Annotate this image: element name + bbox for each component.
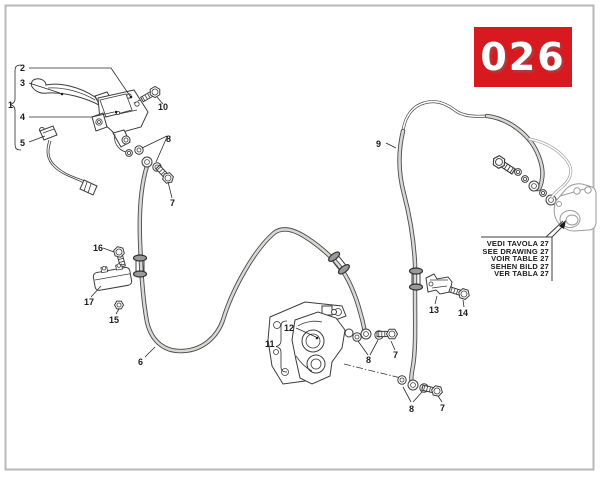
callout-4: 4 [20,112,25,122]
front-caliper-assembly [267,301,354,385]
callout-13: 13 [429,305,439,315]
reference-note-line-de: SEHEN BILD 27 [490,261,549,271]
rear-brake-hose [397,100,545,386]
axis-centerline [343,363,402,379]
callout-14: 14 [458,308,468,318]
callout-7-caliper: 7 [393,350,398,360]
callout-11: 11 [265,339,275,349]
plate-number-badge: 026 [474,27,572,87]
reference-note-line-fr: VOIR TABLE 27 [491,254,549,263]
callout-2: 2 [20,63,25,73]
callout-7-master: 7 [170,198,175,208]
callout-12: 12 [284,323,294,333]
leader-lines [9,64,465,403]
banjo-bolt-10 [131,84,163,105]
rear-caliper-reference [527,137,597,232]
callout-10: 10 [158,102,168,112]
callout-17: 17 [84,297,94,307]
callout-9: 9 [376,139,381,149]
callout-labels: 1 2 3 4 5 10 8 7 16 17 15 6 9 12 11 8 7 … [8,63,468,414]
reference-note-line-en: SEE DRAWING 27 [482,246,549,256]
callout-1: 1 [8,100,13,110]
brake-lever [30,78,102,107]
hose-bracket-13 [425,273,472,301]
callout-8-master: 8 [166,134,171,144]
master-cylinder-body [91,89,149,157]
reference-note-line-es: VER TABLA 27 [494,269,549,278]
reference-note-rules [481,220,566,281]
callout-15: 15 [109,315,119,325]
callout-6: 6 [138,357,143,367]
master-cylinder-banjo-fitting [134,145,176,186]
callout-8-lower: 8 [409,404,414,414]
rear-line-fittings [490,153,562,212]
hose-clamp-17 [92,244,133,310]
reference-note-line-it: VEDI TAVOLA 27 [486,239,549,248]
callout-3: 3 [20,78,25,88]
reference-note: VEDI TAVOLA 27 SEE DRAWING 27 VOIR TABLE… [440,240,549,278]
page-border [4,4,595,471]
callout-8-caliper: 8 [366,355,371,365]
callout-16: 16 [93,243,103,253]
plate-number: 026 [480,35,566,79]
front-caliper-banjo-fitting [352,328,398,342]
callout-5: 5 [20,138,25,148]
brake-light-switch [39,125,98,196]
callout-7-lower: 7 [440,403,445,413]
